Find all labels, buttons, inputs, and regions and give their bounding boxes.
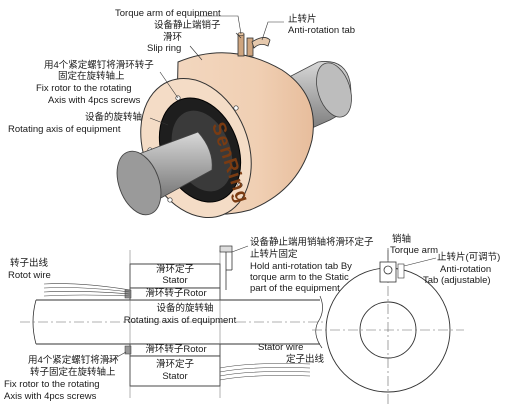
torque-arm-pin <box>237 32 271 57</box>
axis-bottom-label-en: Rotating axis of equipment <box>123 315 237 326</box>
screws-label-en-2: Axis with 4pcs screws <box>48 95 141 106</box>
hold-label-en-3: part of the equipment <box>250 283 340 294</box>
rotor-bottom-label: 滑环转子Rotor <box>145 344 207 355</box>
pin-label-cn: 设备静止端销子 <box>154 20 221 31</box>
hold-label-cn-2: 止转片固定 <box>250 249 298 260</box>
screws-label-cn-1: 用4个紧定螺钉将滑环转子 <box>44 60 154 71</box>
pin-label-cn-end: 销轴 <box>392 234 412 245</box>
stator-wire-label-cn: 定子出线 <box>286 354 325 365</box>
stator-top-label-cn: 滑环定子 <box>155 264 194 275</box>
end-view-drawing <box>312 248 464 404</box>
rotor-wire-label-en: Rotot wire <box>8 270 51 281</box>
axis-label-cn: 设备的旋转轴 <box>85 112 143 123</box>
screws-label-en-1: Fix rotor to the rotating <box>36 83 132 94</box>
stator-wire-label-en: Stator wire <box>258 342 304 353</box>
tab-label-en: Anti-rotation tab <box>288 25 356 36</box>
hold-label-en-2: torque arm to the Static <box>250 272 349 283</box>
cross-section-drawing <box>20 245 330 398</box>
rotor-wire-label-cn: 转子出线 <box>10 258 49 269</box>
slip-ring-3d-illustration <box>116 15 352 219</box>
tab-adjustable-label-en-2: Tab (adjustable) <box>423 275 491 286</box>
pin-label-en-end: Torque arm <box>390 245 439 256</box>
screws-label-cn-2: 固定在旋转轴上 <box>58 71 125 82</box>
bottom-screws-label-cn-2: 转子固定在旋转轴上 <box>30 367 116 378</box>
tab-adjustable-label-en-1: Anti-rotation <box>440 264 492 275</box>
shaft-end <box>116 150 162 216</box>
stator-bottom-box <box>129 355 221 387</box>
slip-ring-label-en: Slip ring <box>147 43 182 54</box>
hold-label-en-1: Hold anti-rotation tab By <box>250 261 352 272</box>
hold-label-cn-1: 设备静止端用销轴将滑环定子 <box>250 237 374 248</box>
rotor-top-label: 滑环转子Rotor <box>145 288 207 299</box>
tab-label-cn: 止转片 <box>288 14 317 25</box>
torque-arm-label-en: Torque arm of equipment <box>115 8 221 19</box>
tab-adjustable-label-cn: 止转片(可调节) <box>437 252 501 263</box>
bottom-screws-label-en-2: Axis with 4pcs screws <box>4 391 97 402</box>
stator-bottom-label-en: Stator <box>162 371 188 382</box>
stator-top-label-en: Stator <box>162 275 188 286</box>
axis-label-en: Rotating axis of equipment <box>8 124 121 135</box>
stator-bottom-label-cn: 滑环定子 <box>155 359 194 370</box>
axis-bottom-label-cn: 设备的旋转轴 <box>156 303 214 314</box>
slip-ring-label-cn: 滑环 <box>163 32 183 43</box>
bottom-screws-label-cn-1: 用4个紧定螺钉将滑环 <box>28 355 119 366</box>
bottom-screws-label-en-1: Fix rotor to the rotating <box>4 379 100 390</box>
